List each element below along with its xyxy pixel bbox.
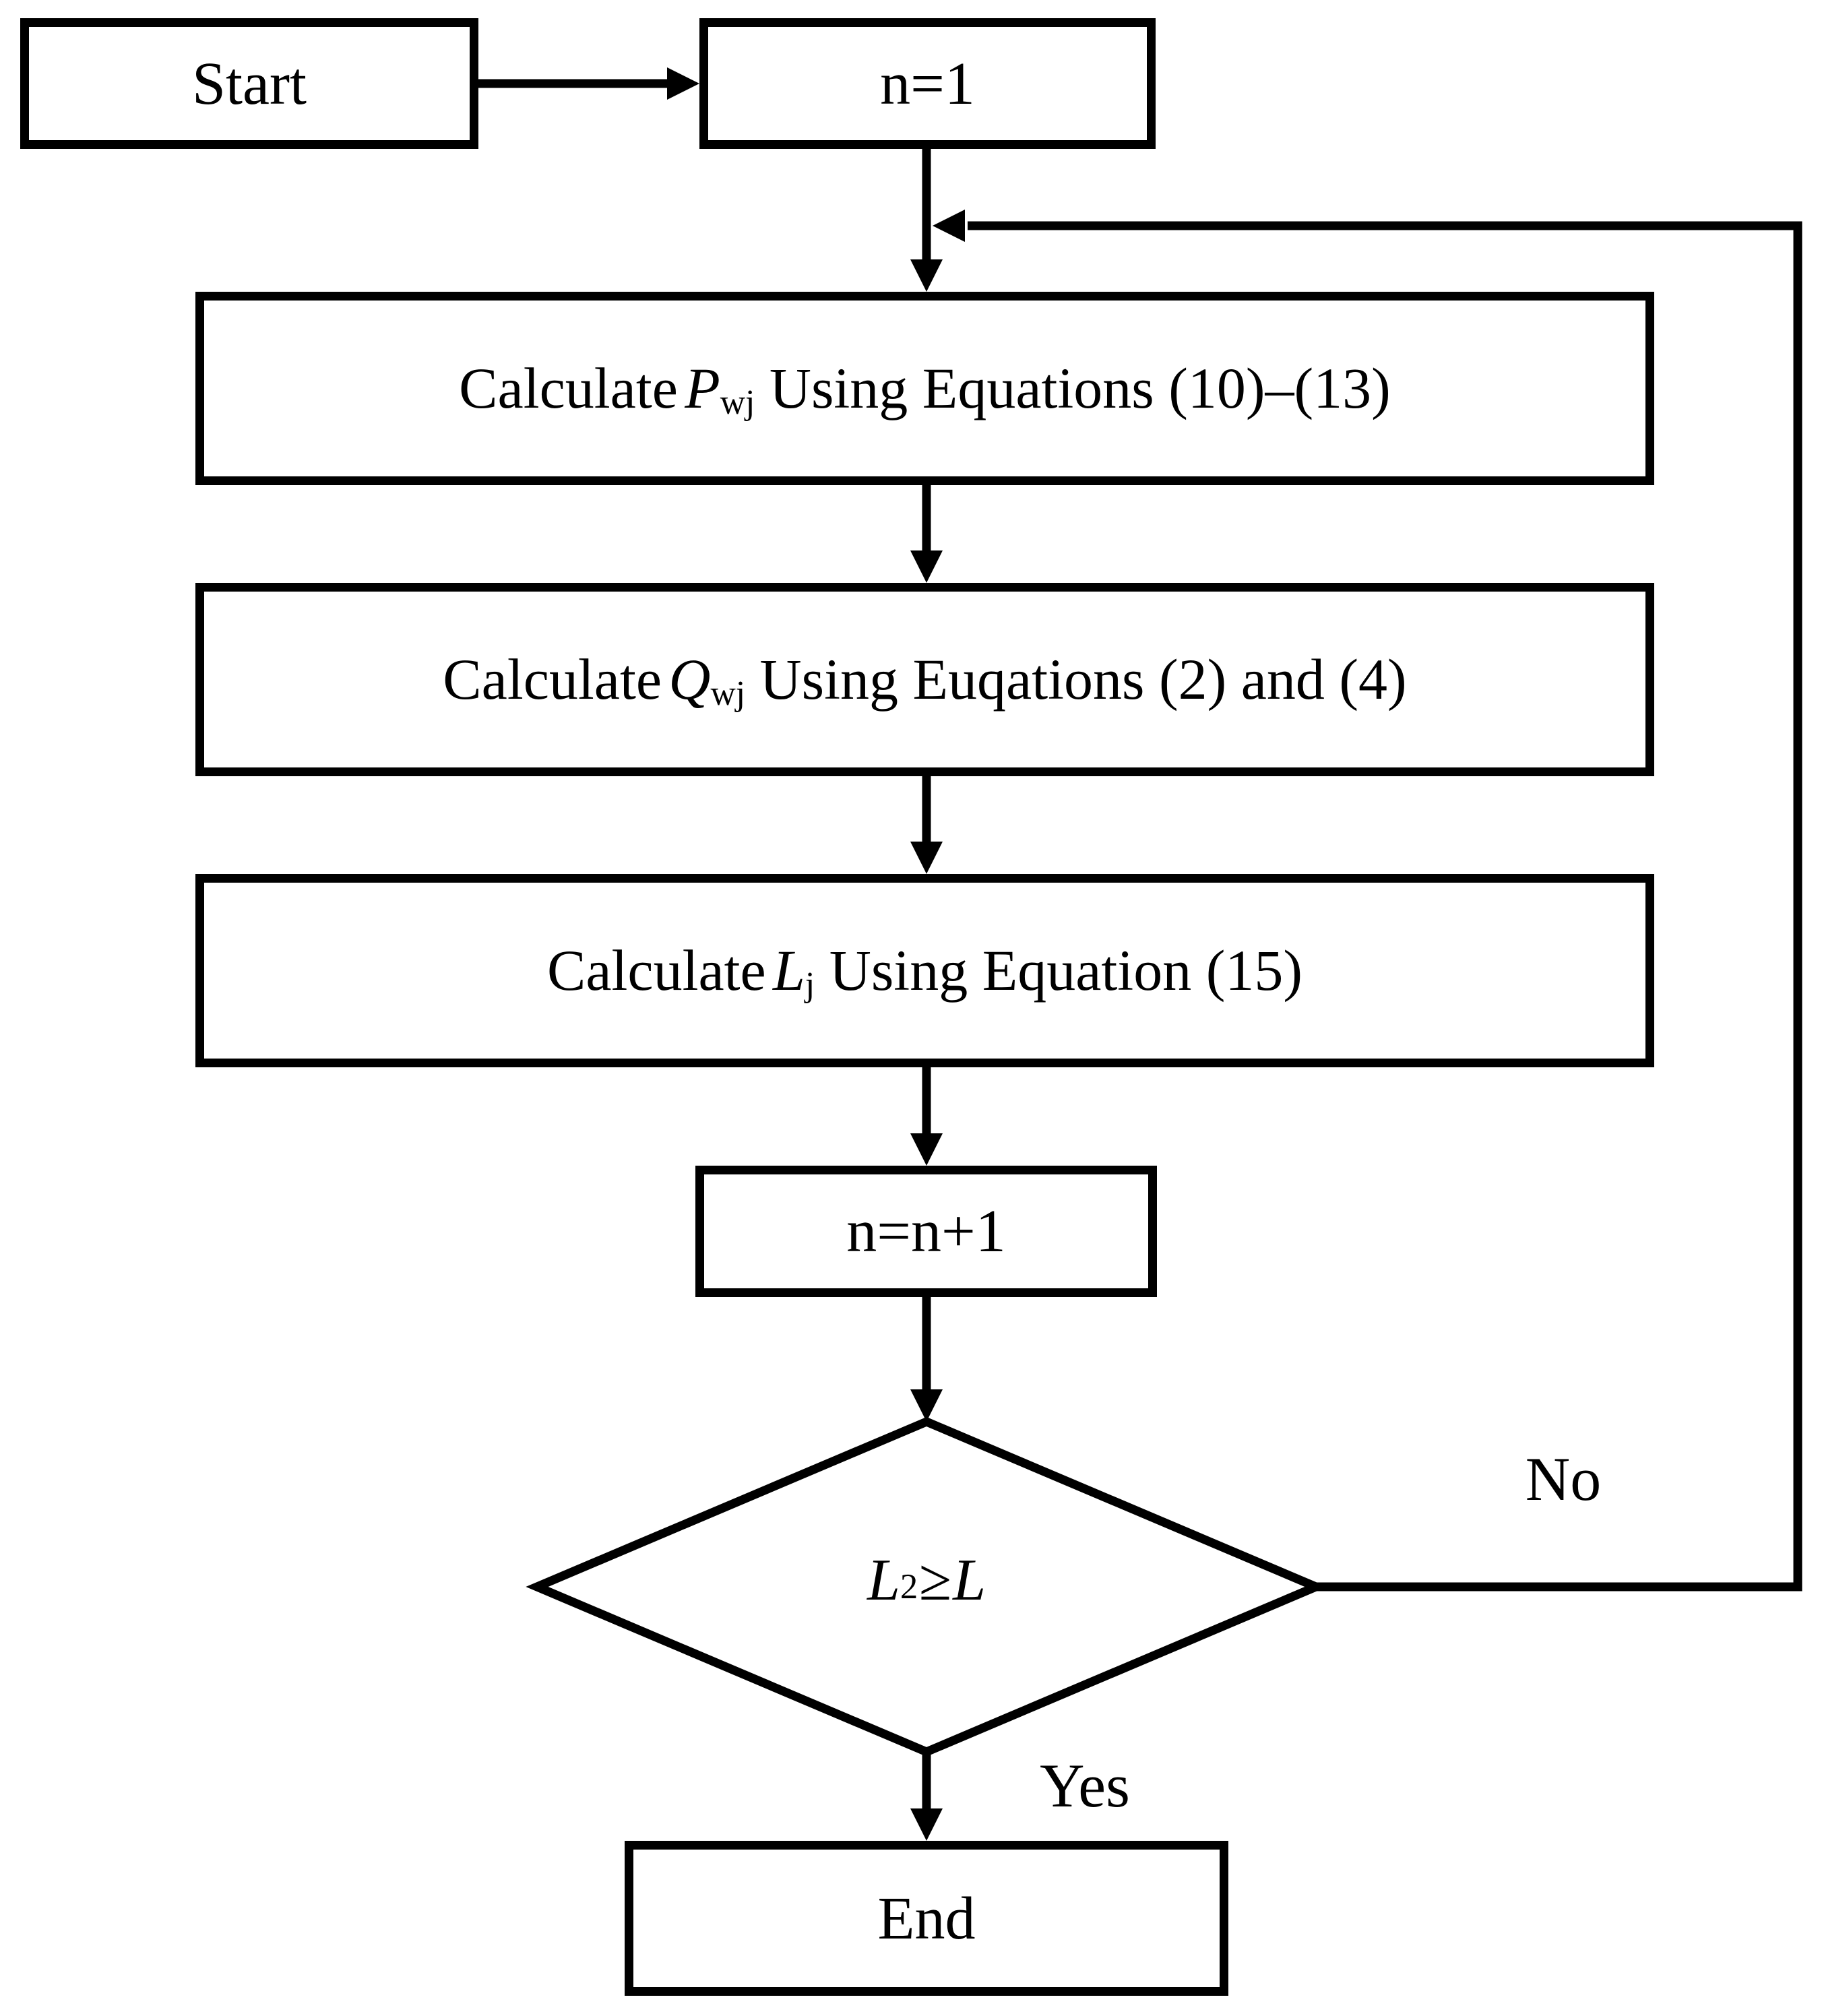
calc-p-prefix: Calculate [459, 356, 678, 421]
calc-p-variable: P [685, 356, 720, 421]
init-node-label: n=1 [880, 50, 975, 117]
edge-no-loop [968, 221, 1802, 1592]
decision-rhs-variable: L [953, 1547, 986, 1613]
calc-q-suffix: Using Euqations (2) and (4) [745, 647, 1407, 712]
yes-branch-label: Yes [977, 1735, 1193, 1836]
calc-q-prefix: Calculate [443, 647, 662, 712]
no-branch-label: No [1449, 1428, 1678, 1530]
arrowhead-into-end [910, 1808, 943, 1841]
arrowhead-into-init [667, 67, 699, 100]
end-node-label: End [877, 1885, 976, 1952]
arrowhead-into-calc-q [910, 550, 943, 583]
calc-l-suffix: Using Equation (15) [815, 938, 1302, 1003]
arrowhead-into-decision [910, 1389, 943, 1422]
calc-p-subscript: wj [720, 383, 755, 422]
start-node-label: Start [192, 50, 307, 117]
calc-l-variable: L [773, 938, 805, 1003]
calc-l-prefix: Calculate [547, 938, 766, 1003]
increment-node-label: n=n+1 [846, 1198, 1006, 1265]
decision-diamond [526, 1416, 1327, 1757]
calc-q-subscript: wj [710, 674, 746, 714]
arrowhead-into-increment [910, 1133, 943, 1166]
arrowhead-loop-into-axis [933, 210, 965, 242]
calc-l-subscript: j [805, 966, 815, 1005]
start-node: Start [20, 18, 478, 149]
init-node: n=1 [699, 18, 1156, 149]
arrowhead-into-calc-p [910, 259, 943, 292]
decision-lhs-variable: L [867, 1547, 900, 1613]
arrowhead-into-calc-l [910, 842, 943, 874]
calc-p-suffix: Using Equations (10)–(13) [755, 356, 1391, 421]
yes-branch-text: Yes [1040, 1751, 1130, 1820]
end-node: End [625, 1841, 1228, 1996]
no-branch-text: No [1525, 1445, 1602, 1513]
increment-node: n=n+1 [695, 1166, 1157, 1297]
calc-q-variable: Q [668, 647, 711, 712]
decision-operator: ≥ [919, 1547, 952, 1613]
